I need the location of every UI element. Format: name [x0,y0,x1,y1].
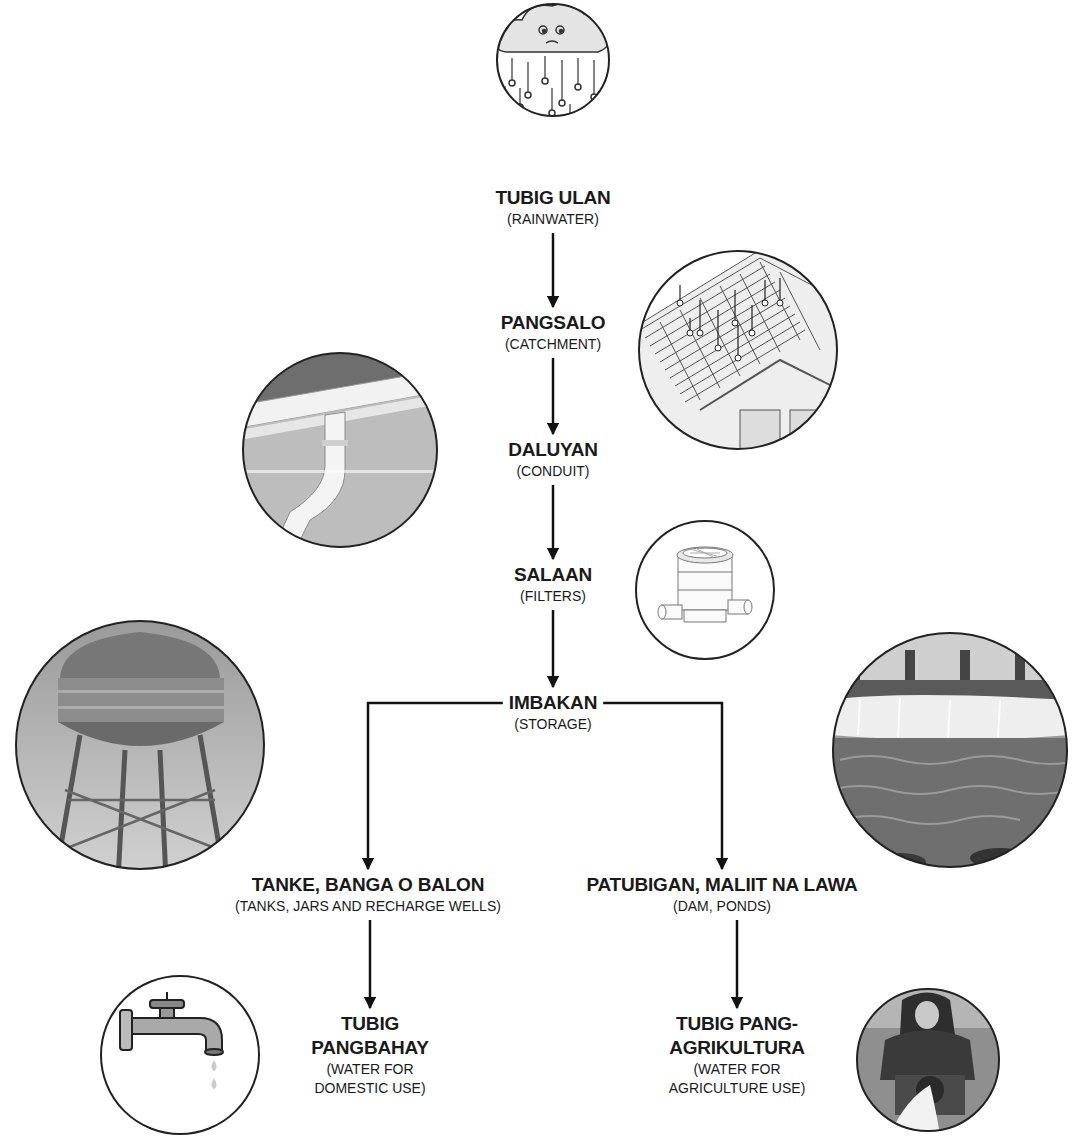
roof-catchment-picture [630,250,860,450]
stage-name: TUBIG ULAN [495,186,610,210]
stage-translation: (FILTERS) [514,587,592,606]
flow-arrow [552,233,555,307]
flow-arrow [552,485,555,559]
stage-label: TUBIG PANGBAHAY(WATER FOR DOMESTIC USE) [300,1008,440,1102]
stage-translation: (WATER FOR DOMESTIC USE) [306,1060,434,1098]
flow-arrow [368,703,503,869]
flow-arrow [552,358,555,434]
stage-label: DALUYAN(CONDUIT) [502,434,604,485]
filter-picture [636,521,774,659]
stage-name: TUBIG PANG- AGRIKULTURA [661,1012,814,1060]
stage-label: PATUBIGAN, MALIIT NA LAWA(DAM, PONDS) [580,869,863,920]
stage-translation: (WATER FOR AGRICULTURE USE) [661,1060,814,1098]
stage-translation: (RAINWATER) [495,210,610,229]
flow-arrow [603,703,722,869]
water-tower-picture [16,621,264,880]
flow-arrow [369,920,372,1008]
stage-name: TUBIG PANGBAHAY [306,1012,434,1060]
gutter-picture [240,352,440,560]
stage-translation: (CATCHMENT) [501,335,606,354]
rain-cloud-icon [496,3,609,116]
stage-translation: (STORAGE) [509,715,597,734]
stage-label: TANKE, BANGA O BALON(TANKS, JARS AND REC… [229,869,507,920]
stage-label: TUBIG PANG- AGRIKULTURA(WATER FOR AGRICU… [655,1008,820,1102]
farmer-picture [855,988,1005,1135]
stage-name: TANKE, BANGA O BALON [235,873,501,897]
stage-name: IMBAKAN [509,691,597,715]
flow-arrow [552,610,555,687]
stage-name: SALAAN [514,563,592,587]
stage-label: IMBAKAN(STORAGE) [503,687,603,738]
stage-name: PANGSALO [501,311,606,335]
stage-translation: (TANKS, JARS AND RECHARGE WELLS) [235,897,501,916]
stage-name: DALUYAN [508,438,598,462]
stage-label: PANGSALO(CATCHMENT) [495,307,612,358]
stage-translation: (CONDUIT) [508,462,598,481]
dam-picture [830,630,1078,878]
stage-translation: (DAM, PONDS) [586,897,857,916]
stage-label: SALAAN(FILTERS) [508,559,598,610]
faucet-icon [101,976,259,1134]
stage-name: PATUBIGAN, MALIIT NA LAWA [586,873,857,897]
stage-label: TUBIG ULAN(RAINWATER) [489,182,616,233]
flow-arrow [736,920,739,1008]
